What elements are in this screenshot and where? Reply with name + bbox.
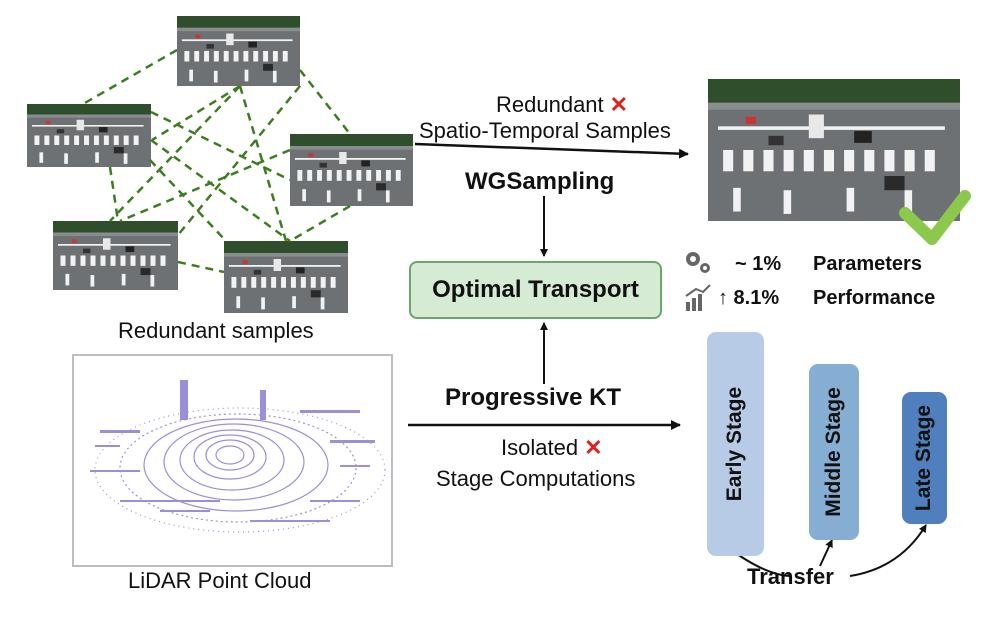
params-label: Parameters: [813, 253, 922, 275]
late-stage-box: Late Stage: [902, 392, 947, 524]
transfer-arrow-middle: [819, 539, 833, 567]
x-mark-icon: ✕: [609, 92, 629, 117]
early-stage-box: Early Stage: [707, 332, 764, 556]
redundancy-links: [82, 48, 351, 274]
transfer-arrow-late: [849, 524, 927, 577]
redundant-label: Redundant✕: [496, 92, 629, 117]
isolated-label: Isolated✕: [501, 435, 603, 460]
lidar-label: LiDAR Point Cloud: [128, 568, 312, 593]
chart-growth-icon: [685, 284, 711, 311]
gear-icon: [686, 252, 710, 273]
sampling-arrow: [414, 142, 689, 159]
optimal-transport-label: Optimal Transport: [432, 276, 639, 303]
lidar-rings: [94, 407, 386, 533]
late-stage-label: Late Stage: [912, 404, 936, 512]
selected-sample-image: [708, 79, 960, 222]
check-icon: [899, 190, 971, 245]
params-value: ~ 1%: [735, 253, 782, 275]
progressive-kt-label: Progressive KT: [445, 384, 622, 411]
optimal-transport-box: Optimal Transport: [409, 261, 662, 319]
stage-computations-label: Stage Computations: [436, 466, 636, 491]
wgsampling-label: WGSampling: [465, 168, 615, 195]
redundant-samples-group: [27, 16, 413, 313]
lidar-points: [90, 380, 375, 522]
middle-stage-label: Middle Stage: [822, 387, 845, 517]
lidar-panel: [72, 354, 393, 567]
transfer-connector-early: [736, 553, 791, 577]
lidar-frame: [72, 354, 393, 567]
early-stage-label: Early Stage: [723, 386, 747, 502]
x-mark-icon-2: ✕: [584, 435, 603, 460]
middle-stage-box: Middle Stage: [809, 364, 859, 540]
perf-value: ↑ 8.1%: [718, 287, 780, 309]
perf-label: Performance: [813, 287, 936, 309]
transfer-label: Transfer: [747, 564, 834, 589]
redundant-samples-label: Redundant samples: [118, 318, 314, 343]
spatio-temporal-label: Spatio-Temporal Samples: [419, 118, 671, 143]
